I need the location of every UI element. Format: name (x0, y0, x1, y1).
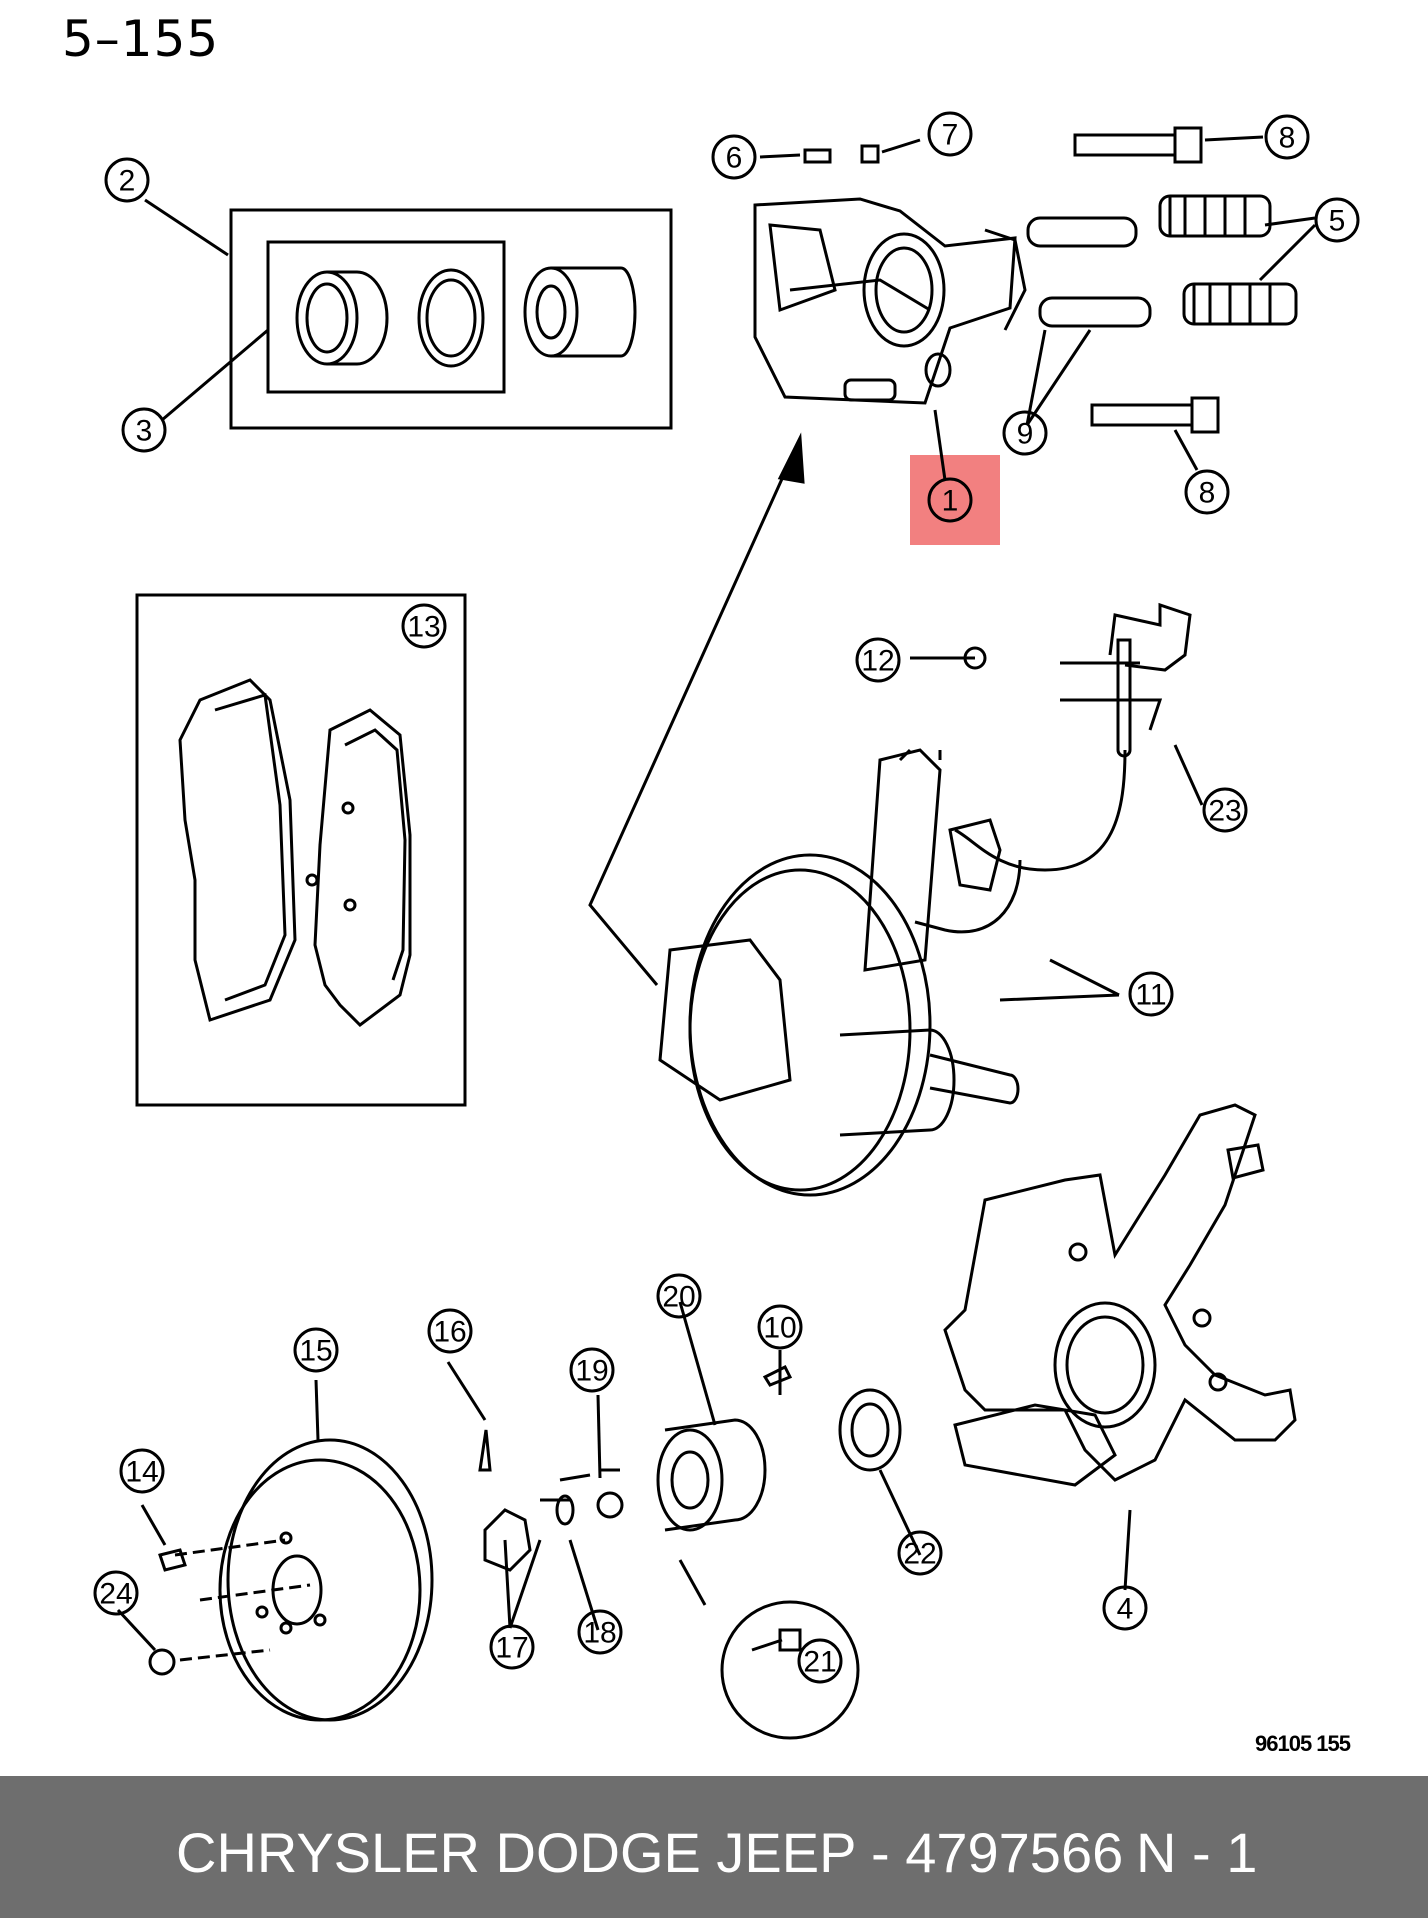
callout-12: 12 (861, 645, 894, 678)
callout-14: 14 (125, 1456, 158, 1489)
callout-24: 24 (99, 1578, 132, 1611)
highlight-box (910, 455, 1000, 545)
callout-9: 9 (1017, 418, 1034, 451)
callout-11: 11 (1135, 979, 1166, 1012)
callout-13: 13 (407, 611, 440, 644)
rotor-assembly-drawing (658, 602, 1192, 1197)
callout-8-bottom: 8 (1199, 477, 1216, 510)
callout-15: 15 (299, 1335, 332, 1368)
leader-lines (116, 135, 1317, 1652)
brake-assembly-diagram: 1 2 3 4 5 6 7 8 8 9 10 11 12 13 14 15 16… (93, 111, 1360, 1740)
callout-circles (93, 111, 1360, 1684)
callout-22: 22 (903, 1538, 936, 1571)
bolts-and-sleeves (803, 126, 1298, 434)
footer-bar: CHRYSLER DODGE JEEP - 4797566 N - 1 (0, 1776, 1428, 1918)
callout-2: 2 (119, 165, 136, 198)
callout-10: 10 (763, 1312, 796, 1345)
callout-4: 4 (1117, 1593, 1134, 1626)
callout-6: 6 (726, 142, 743, 175)
hub-bearing-drawing (483, 1364, 902, 1740)
callout-7: 7 (942, 119, 959, 152)
callout-8-top: 8 (1279, 122, 1296, 155)
figure-code: 96105 155 (1255, 1731, 1351, 1756)
callout-5: 5 (1329, 205, 1346, 238)
callout-1: 1 (942, 485, 959, 518)
callout-labels: 1 2 3 4 5 6 7 8 8 9 10 11 12 13 14 15 16… (99, 119, 1345, 1679)
callout-16: 16 (433, 1316, 466, 1349)
caliper-drawing (753, 197, 1027, 405)
footer-part-text: CHRYSLER DODGE JEEP - 4797566 (176, 1821, 1124, 1884)
callout-17: 17 (495, 1632, 528, 1665)
callout-20: 20 (662, 1281, 695, 1314)
steering-knuckle-drawing (943, 1103, 1297, 1487)
callout-19: 19 (575, 1355, 608, 1388)
rotor-drawing (148, 1429, 492, 1722)
page-number: 5–155 (62, 10, 220, 68)
brake-pads-group (135, 593, 467, 1107)
callout-21: 21 (803, 1646, 836, 1679)
callout-23: 23 (1208, 795, 1241, 828)
seal-kit-group (229, 208, 673, 430)
callout-18: 18 (583, 1617, 616, 1650)
footer-page-text: N - 1 (1136, 1821, 1258, 1884)
caliper-arrow (588, 449, 797, 986)
callout-3: 3 (136, 415, 153, 448)
